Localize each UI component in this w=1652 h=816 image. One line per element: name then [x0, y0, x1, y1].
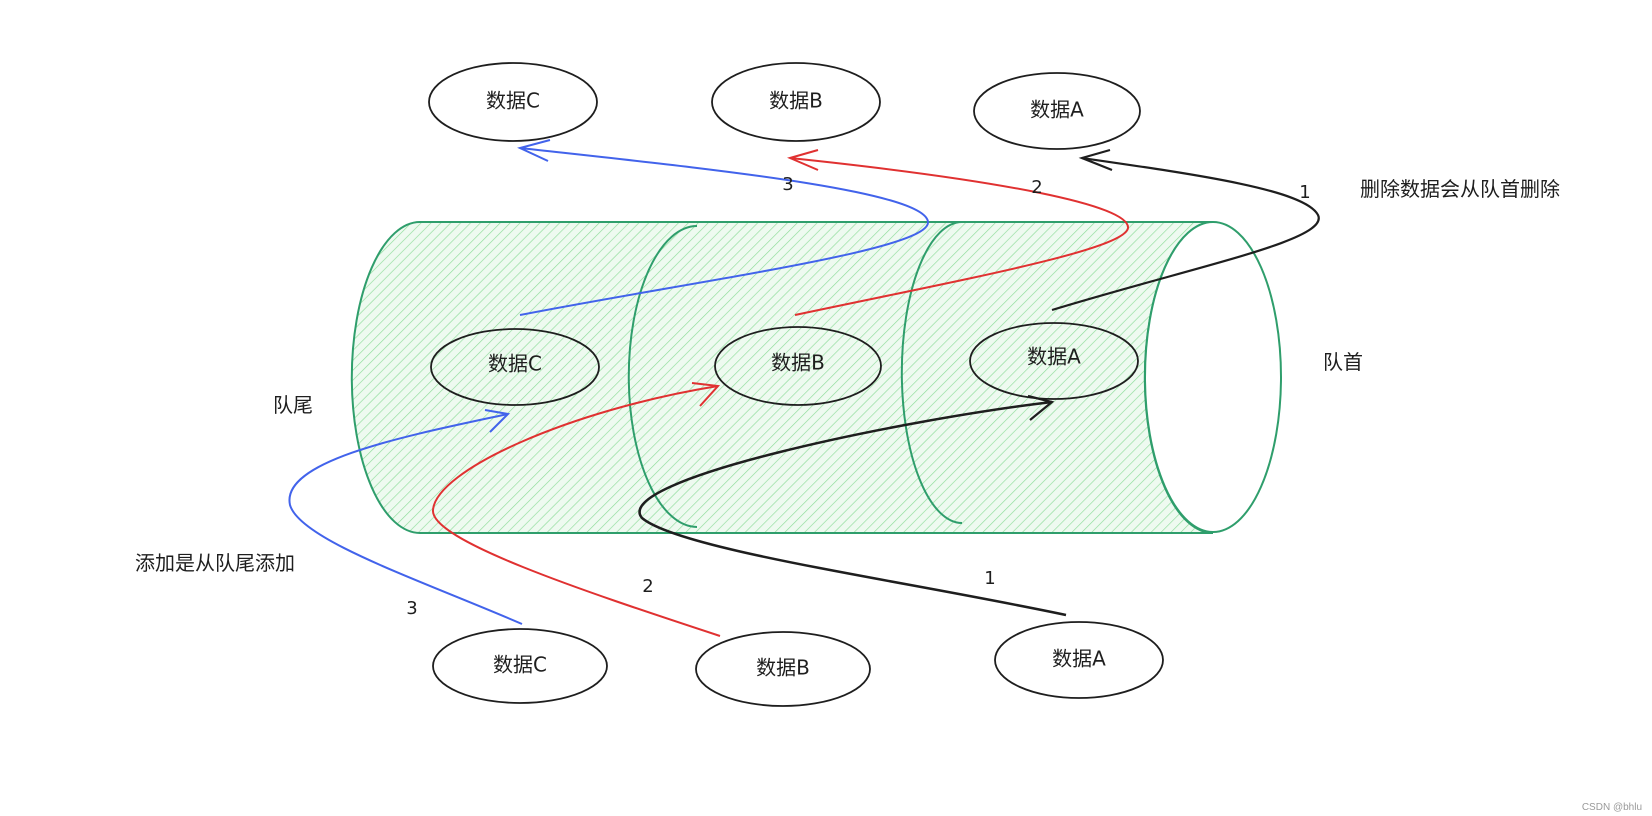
add-note: 添加是从队尾添加	[135, 551, 295, 575]
incoming-nodes: 数据C 数据B 数据A	[432, 621, 1164, 707]
queue-node-b: 数据B	[714, 326, 882, 406]
removed-node-a-label: 数据A	[1030, 98, 1084, 122]
step-numbers: 3 2 1 3 2 1	[406, 174, 1310, 619]
remove-step-1: 1	[1299, 182, 1310, 203]
incoming-node-b: 数据B	[695, 631, 871, 707]
cylinder-section-2	[900, 221, 963, 524]
queue-node-c-label: 数据C	[488, 352, 542, 376]
remove-note: 删除数据会从队首删除	[1360, 177, 1560, 201]
cylinder-body	[350, 221, 1214, 534]
remove-arrow-b	[789, 157, 1130, 316]
add-arrow-b-head	[691, 382, 721, 407]
add-step-3: 3	[406, 598, 417, 619]
queue-node-b-label: 数据B	[771, 351, 825, 375]
remove-arrow-a-head	[1078, 148, 1113, 172]
remove-arrow-c-head	[517, 139, 551, 162]
incoming-node-b-label: 数据B	[756, 656, 810, 680]
cylinder-section-1	[627, 225, 698, 528]
remove-arrow-b-head	[787, 149, 819, 171]
removed-node-a: 数据A	[973, 72, 1141, 150]
queue-tail-label: 队尾	[273, 393, 313, 417]
queue-node-a: 数据A	[969, 322, 1139, 400]
add-step-1: 1	[984, 568, 995, 589]
incoming-node-c-label: 数据C	[493, 653, 547, 677]
add-arrow-a	[638, 400, 1067, 617]
add-arrow-c-head	[484, 409, 511, 433]
queue-head-label: 队首	[1323, 350, 1363, 374]
add-step-2: 2	[642, 576, 653, 597]
queue-node-c: 数据C	[430, 328, 600, 406]
watermark: CSDN @bhlu	[1582, 802, 1642, 813]
add-arrow-c	[288, 413, 523, 625]
remove-step-3: 3	[782, 174, 793, 195]
remove-arrow-c	[519, 147, 930, 316]
incoming-node-c: 数据C	[432, 628, 608, 704]
removed-node-b: 数据B	[711, 62, 881, 142]
queue-node-a-label: 数据A	[1027, 345, 1081, 369]
incoming-node-a-label: 数据A	[1052, 647, 1106, 671]
removed-node-c: 数据C	[428, 62, 598, 142]
queue-cylinder	[350, 221, 1282, 534]
incoming-node-a: 数据A	[994, 621, 1164, 699]
removed-nodes: 数据C 数据B 数据A	[428, 62, 1141, 150]
add-arrow-b	[431, 385, 721, 637]
remove-arrow-a	[1051, 156, 1320, 312]
queue-nodes: 数据C 数据B 数据A	[430, 322, 1139, 406]
removed-node-c-label: 数据C	[486, 89, 540, 113]
add-arrows	[288, 382, 1067, 637]
remove-arrows	[517, 139, 1320, 316]
cylinder-front-opening	[1144, 221, 1282, 533]
removed-node-b-label: 数据B	[769, 89, 823, 113]
remove-step-2: 2	[1031, 177, 1042, 198]
